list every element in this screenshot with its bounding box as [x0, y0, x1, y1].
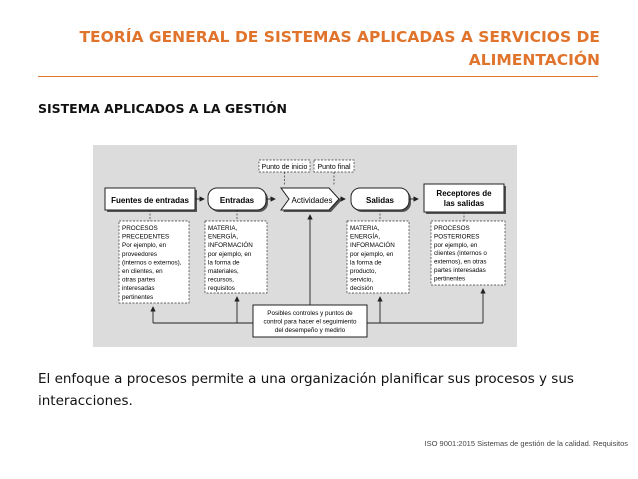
outputs-detail-line: decisión: [350, 285, 374, 292]
receivers-detail-line: PROCESOS: [434, 225, 470, 232]
process-diagram: Punto de inicio Punto final Fuentes de e…: [93, 145, 517, 347]
inputs-detail-line: requisitos: [208, 285, 235, 292]
receivers-label-line2: las salidas: [444, 199, 485, 208]
outputs-detail-line: producto,: [350, 268, 377, 275]
sources-detail-box: [118, 220, 190, 304]
title-divider: [38, 76, 598, 77]
outputs-detail-line: INFORMACIÓN: [350, 240, 395, 249]
footer-citation: ISO 9001:2015 Sistemas de gestión de la …: [424, 439, 628, 448]
sources-detail-line: en clientes, en: [122, 268, 163, 275]
sources-detail-line: proveedores: [122, 251, 157, 258]
end-point-label: Punto final: [317, 164, 351, 171]
sources-detail-line: PRECEDENTES: [122, 234, 169, 241]
sources-detail-line: Por ejemplo, en: [122, 242, 167, 249]
receivers-detail-box: [430, 220, 506, 286]
start-point-label: Punto de inicio: [262, 164, 308, 171]
receivers-detail-line: clientes (internos o: [434, 250, 487, 257]
inputs-detail-box: [204, 220, 268, 294]
receivers-detail-line: POSTERIORES: [434, 233, 480, 240]
controls-line: control para hacer el seguimiento: [263, 318, 357, 325]
inputs-detail-line: ENERGÍA,: [208, 232, 238, 241]
receivers-detail-line: partes interesadas: [434, 267, 486, 274]
inputs-detail-text: MATERIA,ENERGÍA,INFORMACIÓN por ejemplo, …: [208, 225, 253, 292]
outputs-detail-line: MATERIA,: [350, 225, 380, 232]
sources-detail-line: otras partes: [122, 277, 155, 284]
description-text: El enfoque a procesos permite a una orga…: [38, 371, 574, 409]
inputs-detail-line: INFORMACIÓN: [208, 240, 253, 249]
slide-subtitle: SISTEMA APLICADOS A LA GESTIÓN: [38, 101, 287, 116]
outputs-detail-line: ENERGÍA,: [350, 232, 380, 241]
inputs-detail-line: por ejemplo, en: [208, 251, 252, 258]
process-diagram-svg: Punto de inicio Punto final Fuentes de e…: [93, 145, 517, 347]
outputs-detail-line: servicio,: [350, 277, 373, 284]
sources-detail-line: (internos o externos),: [122, 259, 182, 266]
activities-label: Actividades: [292, 196, 333, 205]
receivers-detail-line: pertinentes: [434, 275, 465, 282]
outputs-detail-line: la forma de: [350, 259, 382, 266]
sources-detail-line: PROCESOS: [122, 225, 158, 232]
outputs-detail-line: por ejemplo, en: [350, 251, 394, 258]
inputs-detail-line: recursos,: [208, 277, 234, 284]
sources-detail-line: interesadas: [122, 285, 155, 292]
inputs-label: Entradas: [220, 196, 255, 205]
inputs-detail-line: la forma de: [208, 259, 240, 266]
receivers-detail-line: por ejemplo, en: [434, 242, 478, 249]
receivers-label-line1: Receptores de: [436, 189, 492, 198]
outputs-label: Salidas: [366, 196, 395, 205]
outputs-detail-box: [346, 220, 410, 294]
inputs-detail-line: materiales,: [208, 268, 239, 275]
receivers-box: [423, 183, 505, 213]
controls-line: Posibles controles y puntos de: [267, 310, 353, 317]
slide-title: TEORÍA GENERAL DE SISTEMAS APLICADAS A S…: [79, 28, 600, 69]
controls-box: [252, 304, 368, 338]
controls-line: del desempeño y medirlo: [275, 327, 346, 334]
activities-shape: [280, 187, 340, 211]
receivers-detail-line: externos), en otras: [434, 259, 487, 266]
sources-detail-line: pertinentes: [122, 294, 153, 301]
sources-label: Fuentes de entradas: [111, 196, 189, 205]
outputs-detail-text: MATERIA,ENERGÍA,INFORMACIÓN por ejemplo, …: [350, 225, 395, 292]
inputs-detail-line: MATERIA,: [208, 225, 238, 232]
